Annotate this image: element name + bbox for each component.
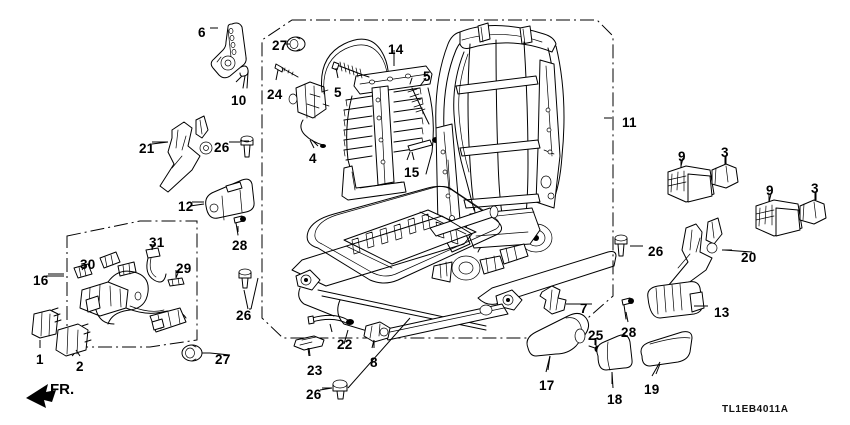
part-cover-outer-9b <box>755 194 803 237</box>
part-lumbar-support-frame <box>341 65 434 201</box>
callout-connector-clip[interactable]: 31 <box>149 235 165 250</box>
callout-rod[interactable]: 15 <box>404 165 420 180</box>
part-tapping-screw-b <box>621 297 634 320</box>
callout-cap[interactable]: 3 <box>811 181 819 196</box>
front-direction-label: FR. <box>50 381 75 398</box>
part-cover-rail-13 <box>647 281 705 319</box>
callout-bush-cap[interactable]: 27 <box>215 352 231 367</box>
callout-seat-back-frame-assy[interactable]: 11 <box>622 115 637 130</box>
callout-terminal[interactable]: 29 <box>176 261 192 276</box>
part-cap-3a <box>711 156 739 189</box>
part-screw-24 <box>274 63 299 78</box>
callout-bush-cap[interactable]: 27 <box>272 38 288 53</box>
part-lumbar-actuator <box>288 81 330 119</box>
part-cover-side-rear-19 <box>640 331 693 375</box>
detail-slide-motor <box>431 255 505 283</box>
part-flange-bolt-c <box>614 234 642 257</box>
part-spring-right <box>407 77 430 125</box>
callout-pin-screw[interactable]: 25 <box>588 328 604 343</box>
callout-rod-link[interactable]: 22 <box>337 337 353 352</box>
callout-cover-rail[interactable]: 13 <box>714 305 730 320</box>
callout-cover-outer[interactable]: 9 <box>678 149 686 164</box>
part-rod-link-22 <box>307 314 354 333</box>
callout-lumbar-support-frame[interactable]: 14 <box>388 42 404 57</box>
callout-relay-a[interactable]: 1 <box>36 352 44 367</box>
callout-tapping-screw[interactable]: 28 <box>232 238 248 253</box>
callout-bracket-right[interactable]: 20 <box>741 250 757 265</box>
callout-cover-side-rear[interactable]: 19 <box>644 382 660 397</box>
callout-bracket-cover[interactable]: 12 <box>178 199 194 214</box>
part-clip-plate-23 <box>293 335 325 357</box>
part-seat-cushion-frame <box>291 185 617 341</box>
callout-flange-bolt[interactable]: 26 <box>648 244 664 259</box>
part-wire-harness <box>48 244 187 333</box>
group-boundary-harness <box>66 220 198 348</box>
part-bracket-right-20 <box>667 217 732 293</box>
callout-flange-bolt[interactable]: 26 <box>214 140 230 155</box>
callout-cover-outer[interactable]: 9 <box>766 183 774 198</box>
part-relay-2 <box>55 323 92 357</box>
part-tapping-screw-a <box>233 215 246 236</box>
part-wire-rod-4 <box>300 119 326 149</box>
part-cap-3b <box>799 192 827 225</box>
part-cover-outer-9a <box>667 160 715 203</box>
callout-clip-pin[interactable]: 10 <box>231 93 247 108</box>
part-striker-hook-7 <box>539 285 574 315</box>
callout-wire-rod[interactable]: 4 <box>309 151 317 166</box>
leader-lines <box>39 27 817 391</box>
callout-spring[interactable]: 5 <box>334 85 342 100</box>
part-bracket-cover-12 <box>192 178 255 221</box>
part-flange-bolt-b <box>238 268 259 310</box>
callout-flange-bolt[interactable]: 26 <box>236 308 252 323</box>
diagram-code: TL1EB4011A <box>722 404 789 415</box>
part-clip-pin <box>239 65 249 89</box>
callout-wire-harness-kit[interactable]: 16 <box>33 273 49 288</box>
part-bush-cap-bottom <box>181 344 210 362</box>
part-stopper-8 <box>363 321 391 349</box>
front-direction-arrow <box>26 384 56 408</box>
callout-flange-bolt[interactable]: 26 <box>306 387 322 402</box>
part-bracket-left-21 <box>152 115 213 193</box>
callout-bracket-left[interactable]: 21 <box>139 141 155 156</box>
callout-stopper[interactable]: 8 <box>370 355 378 370</box>
callout-cap[interactable]: 3 <box>721 145 729 160</box>
callout-clip-plate[interactable]: 23 <box>307 363 323 378</box>
callout-cover-small[interactable]: 18 <box>607 392 623 407</box>
callout-connector-small[interactable]: 30 <box>80 257 96 272</box>
part-cover-small-18 <box>596 334 633 384</box>
part-spring-left <box>331 61 370 79</box>
callout-recline-lever[interactable]: 6 <box>198 25 206 40</box>
callout-screw[interactable]: 24 <box>267 87 283 102</box>
part-cover-side-front-17 <box>526 312 590 371</box>
part-seat-back-frame <box>435 22 565 253</box>
part-flange-bolt-d <box>322 317 411 400</box>
callout-relay-b[interactable]: 2 <box>76 359 84 374</box>
callout-cover-side-front[interactable]: 17 <box>539 378 555 393</box>
part-recline-lever <box>210 22 247 79</box>
callout-striker-hook[interactable]: 7 <box>580 301 588 316</box>
callout-tapping-screw[interactable]: 28 <box>621 325 637 340</box>
part-flange-bolt-a <box>229 135 254 158</box>
callout-spring[interactable]: 5 <box>423 69 431 84</box>
part-rod-15 <box>406 137 440 161</box>
